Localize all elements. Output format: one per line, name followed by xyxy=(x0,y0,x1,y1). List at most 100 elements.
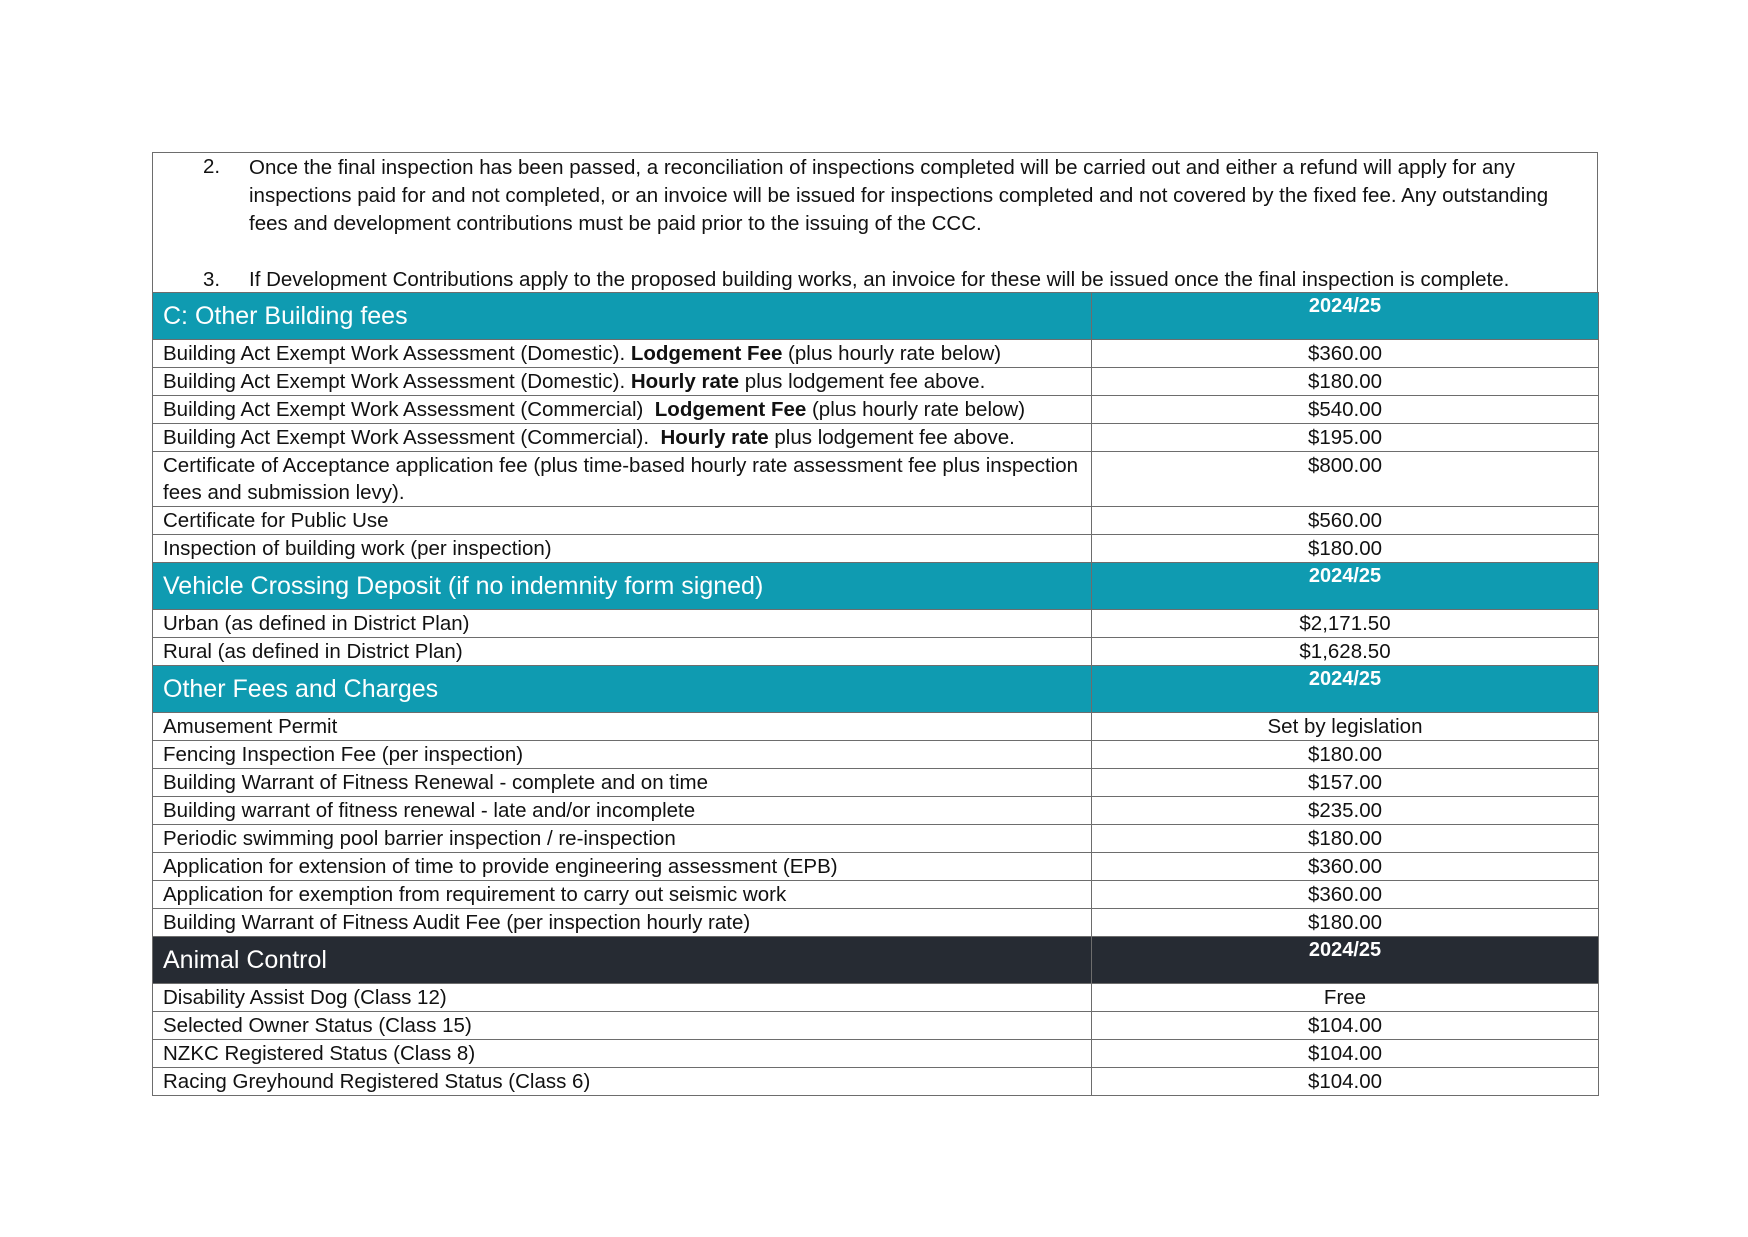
fee-amount: $104.00 xyxy=(1091,1067,1599,1096)
fee-row: Amusement Permit Set by legislation xyxy=(152,712,1599,741)
fee-amount: $180.00 xyxy=(1091,824,1599,853)
fee-amount: $104.00 xyxy=(1091,1011,1599,1040)
note-item: 3. If Development Contributions apply to… xyxy=(163,266,1587,294)
description-emphasis: Hourly rate xyxy=(630,370,740,393)
fee-amount: $157.00 xyxy=(1091,768,1599,797)
fee-description: Certificate of Acceptance application fe… xyxy=(152,451,1092,507)
fee-row: Building Act Exempt Work Assessment (Dom… xyxy=(152,367,1599,396)
description-text: Application for extension of time to pro… xyxy=(163,855,838,878)
section-year: 2024/25 xyxy=(1091,936,1599,984)
fee-description: Racing Greyhound Registered Status (Clas… xyxy=(152,1067,1092,1096)
description-emphasis: Lodgement Fee xyxy=(630,342,783,365)
description-text: Building Act Exempt Work Assessment (Com… xyxy=(163,426,661,449)
fee-description: Building Act Exempt Work Assessment (Com… xyxy=(152,395,1092,424)
description-text: Rural (as defined in District Plan) xyxy=(163,640,463,663)
fee-description: Disability Assist Dog (Class 12) xyxy=(152,983,1092,1012)
description-text: Periodic swimming pool barrier inspectio… xyxy=(163,827,676,850)
description-suffix: plus lodgement fee above. xyxy=(768,426,1015,449)
fee-amount: $360.00 xyxy=(1091,339,1599,368)
fee-description: Building warrant of fitness renewal - la… xyxy=(152,796,1092,825)
fee-amount: $180.00 xyxy=(1091,534,1599,563)
fee-amount: $180.00 xyxy=(1091,367,1599,396)
description-emphasis: Hourly rate xyxy=(660,426,769,449)
description-text: Racing Greyhound Registered Status (Clas… xyxy=(163,1070,591,1093)
fee-amount: $800.00 xyxy=(1091,451,1599,507)
section-title: Other Fees and Charges xyxy=(152,665,1092,713)
fee-amount: $2,171.50 xyxy=(1091,609,1599,638)
note-number: 3. xyxy=(203,268,221,291)
description-suffix: (plus hourly rate below) xyxy=(782,342,1002,365)
fee-amount: Free xyxy=(1091,983,1599,1012)
fee-description: Building Warrant of Fitness Audit Fee (p… xyxy=(152,908,1092,937)
note-item: 2. Once the final inspection has been pa… xyxy=(163,153,1587,238)
fee-row: Disability Assist Dog (Class 12) Free xyxy=(152,983,1599,1012)
note-number: 2. xyxy=(203,155,221,178)
description-text: Building Act Exempt Work Assessment (Com… xyxy=(163,398,655,421)
section-title: Vehicle Crossing Deposit (if no indemnit… xyxy=(152,562,1092,610)
fee-row: Periodic swimming pool barrier inspectio… xyxy=(152,824,1599,853)
description-text: Building warrant of fitness renewal - la… xyxy=(163,799,696,822)
fee-description: Selected Owner Status (Class 15) xyxy=(152,1011,1092,1040)
description-text: Building Act Exempt Work Assessment (Dom… xyxy=(163,370,631,393)
fee-description: Amusement Permit xyxy=(152,712,1092,741)
description-text: Inspection of building work (per inspect… xyxy=(163,537,552,560)
fee-row: Building Act Exempt Work Assessment (Com… xyxy=(152,395,1599,424)
fee-description: NZKC Registered Status (Class 8) xyxy=(152,1039,1092,1068)
note-text: Once the final inspection has been passe… xyxy=(249,156,1549,235)
fee-description: Periodic swimming pool barrier inspectio… xyxy=(152,824,1092,853)
fee-row: Application for exemption from requireme… xyxy=(152,880,1599,909)
description-text: Certificate of Acceptance application fe… xyxy=(163,454,1084,504)
fee-description: Building Act Exempt Work Assessment (Dom… xyxy=(152,339,1092,368)
section-title: Animal Control xyxy=(152,936,1092,984)
fee-row: Inspection of building work (per inspect… xyxy=(152,534,1599,563)
description-text: Building Warrant of Fitness Audit Fee (p… xyxy=(163,911,751,934)
fee-row: Building warrant of fitness renewal - la… xyxy=(152,796,1599,825)
fee-row: Building Warrant of Fitness Audit Fee (p… xyxy=(152,908,1599,937)
description-text: Application for exemption from requireme… xyxy=(163,883,787,906)
fee-row: Urban (as defined in District Plan) $2,17… xyxy=(152,609,1599,638)
description-text: Certificate for Public Use xyxy=(163,509,389,532)
fee-amount: $360.00 xyxy=(1091,852,1599,881)
section-year: 2024/25 xyxy=(1091,562,1599,610)
fee-amount: $560.00 xyxy=(1091,506,1599,535)
fee-row: NZKC Registered Status (Class 8) $104.00 xyxy=(152,1039,1599,1068)
description-text: NZKC Registered Status (Class 8) xyxy=(163,1042,476,1065)
description-suffix: (plus hourly rate below) xyxy=(806,398,1026,421)
fee-description: Building Warrant of Fitness Renewal - co… xyxy=(152,768,1092,797)
fee-row: Racing Greyhound Registered Status (Clas… xyxy=(152,1067,1599,1096)
description-text: Building Act Exempt Work Assessment (Dom… xyxy=(163,342,631,365)
description-text: Disability Assist Dog (Class 12) xyxy=(163,986,447,1009)
fee-description: Fencing Inspection Fee (per inspection) xyxy=(152,740,1092,769)
fee-amount: $1,628.50 xyxy=(1091,637,1599,666)
note-text: If Development Contributions apply to th… xyxy=(249,268,1510,291)
fee-amount: Set by legislation xyxy=(1091,712,1599,741)
fee-row: Application for extension of time to pro… xyxy=(152,852,1599,881)
fee-amount: $104.00 xyxy=(1091,1039,1599,1068)
fee-amount: $180.00 xyxy=(1091,908,1599,937)
section-title: C: Other Building fees xyxy=(152,292,1092,340)
fee-row: Certificate of Acceptance application fe… xyxy=(152,451,1599,507)
description-text: Fencing Inspection Fee (per inspection) xyxy=(163,743,524,766)
fee-description: Building Act Exempt Work Assessment (Com… xyxy=(152,423,1092,452)
fee-row: Fencing Inspection Fee (per inspection)$… xyxy=(152,740,1599,769)
fee-description: Building Act Exempt Work Assessment (Dom… xyxy=(152,367,1092,396)
section-header-row: Vehicle Crossing Deposit (if no indemnit… xyxy=(152,562,1599,610)
description-emphasis: Lodgement Fee xyxy=(654,398,807,421)
fee-row: Selected Owner Status (Class 15)$104.00 xyxy=(152,1011,1599,1040)
description-text: Urban (as defined in District Plan) xyxy=(163,612,470,635)
notes-box: 2. Once the final inspection has been pa… xyxy=(152,152,1598,292)
fee-description: Rural (as defined in District Plan) xyxy=(152,637,1092,666)
fee-schedule-page: 2. Once the final inspection has been pa… xyxy=(152,152,1599,1096)
description-text: Building Warrant of Fitness Renewal - co… xyxy=(163,771,709,794)
notes-list: 2. Once the final inspection has been pa… xyxy=(163,153,1587,294)
fee-row: Building Warrant of Fitness Renewal - co… xyxy=(152,768,1599,797)
fee-description: Application for extension of time to pro… xyxy=(152,852,1092,881)
fee-amount: $540.00 xyxy=(1091,395,1599,424)
fee-amount: $360.00 xyxy=(1091,880,1599,909)
description-text: Amusement Permit xyxy=(163,715,338,738)
